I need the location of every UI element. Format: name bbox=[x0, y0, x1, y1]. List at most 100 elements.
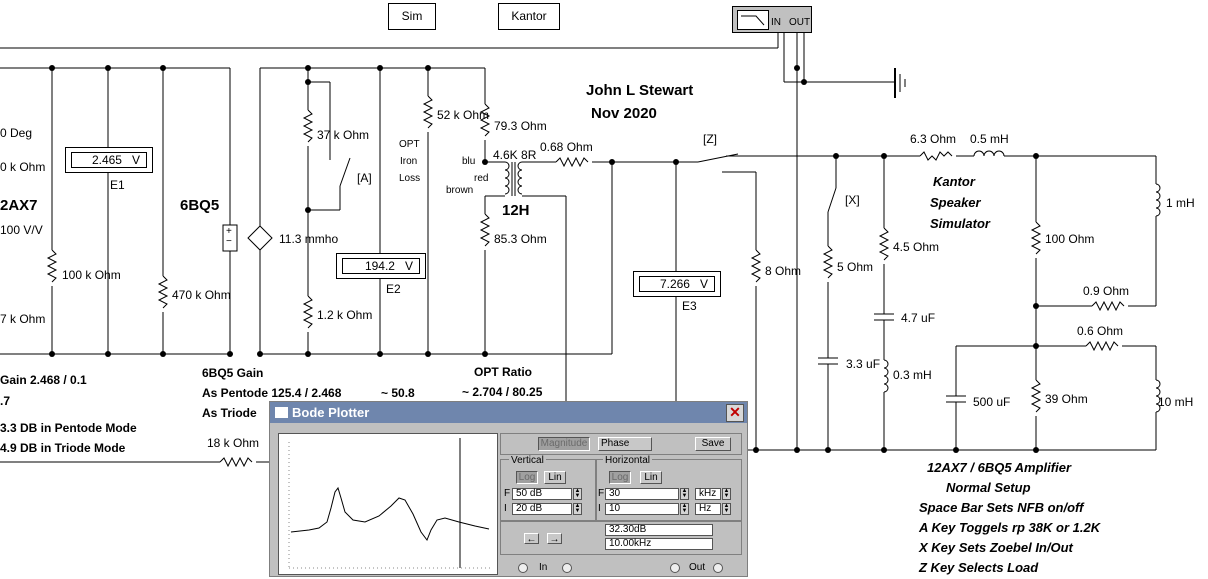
horizontal-final-spinner[interactable]: ▲▼ bbox=[680, 488, 689, 500]
bode-in-label: IN bbox=[771, 17, 781, 28]
switch-x-label: [X] bbox=[845, 193, 860, 207]
left-kohm-top-label: 0 k Ohm bbox=[0, 160, 46, 174]
vertical-i-prefix: I bbox=[504, 503, 507, 514]
e1-label: E1 bbox=[110, 178, 125, 192]
readout-freq-field: 10.00kHz bbox=[605, 538, 713, 550]
r39-label: 39 Ohm bbox=[1045, 392, 1088, 406]
tube-6bq5-label: 6BQ5 bbox=[180, 197, 220, 214]
e3-label: E3 bbox=[682, 299, 697, 313]
horizontal-i-prefix: I bbox=[598, 503, 601, 514]
left-db-pentode: 3.3 DB in Pentode Mode bbox=[0, 421, 137, 435]
out-terminal-plus[interactable] bbox=[713, 563, 723, 573]
r8-label: 8 Ohm bbox=[765, 264, 802, 278]
l10-label: 10 mH bbox=[1158, 395, 1194, 409]
phase-button[interactable]: Phase bbox=[598, 437, 652, 451]
left-line7: .7 bbox=[0, 394, 11, 408]
cursor-right-button[interactable]: → bbox=[547, 533, 562, 545]
voltmeter-e1[interactable]: 2.465 V bbox=[65, 147, 153, 173]
notes-title: 12AX7 / 6BQ5 Amplifier bbox=[927, 460, 1072, 475]
horizontal-initial-spinner[interactable]: ▲▼ bbox=[680, 503, 689, 515]
bode-plotter-glyph-icon bbox=[737, 10, 769, 30]
l0-5-label: 0.5 mH bbox=[970, 132, 1009, 146]
e1-unit: V bbox=[131, 153, 140, 167]
window-icon bbox=[275, 407, 288, 418]
voltmeter-e3[interactable]: 7.266 V bbox=[633, 271, 721, 297]
vertical-initial-spinner[interactable]: ▲▼ bbox=[573, 503, 582, 515]
vertical-label: Vertical bbox=[509, 455, 546, 466]
notes-line3: A Key Toggels rp 38K or 1.2K bbox=[919, 520, 1101, 535]
date-label: Nov 2020 bbox=[591, 105, 657, 122]
left-tube-label: 2AX7 bbox=[0, 197, 38, 214]
vertical-f-prefix: F bbox=[504, 488, 511, 499]
horizontal-initial-unit[interactable]: Hz bbox=[695, 503, 721, 515]
bode-plotter-instrument[interactable]: IN OUT bbox=[732, 6, 812, 33]
voltmeter-e2[interactable]: 194.2 V bbox=[336, 253, 426, 279]
kantor-button[interactable]: Kantor bbox=[498, 3, 560, 30]
opt-ratio-title: OPT Ratio bbox=[474, 365, 533, 379]
left-db-triode: 4.9 DB in Triode Mode bbox=[0, 441, 126, 455]
e2-unit: V bbox=[404, 259, 413, 273]
cursor-left-button[interactable]: ← bbox=[524, 533, 539, 545]
horizontal-lin-button[interactable]: Lin bbox=[640, 471, 662, 484]
bode-title-bar[interactable]: Bode Plotter ✕ bbox=[270, 402, 747, 423]
in-terminal-label: In bbox=[539, 562, 548, 573]
vertical-final-field[interactable]: 50 dB bbox=[512, 488, 572, 500]
r37k-label: 37 k Ohm bbox=[317, 128, 370, 142]
e1-value: 2.465 bbox=[91, 153, 122, 167]
vertical-initial-field[interactable]: 20 dB bbox=[512, 503, 572, 515]
readout-db-field: 32.30dB bbox=[605, 524, 713, 536]
horizontal-log-button[interactable]: Log bbox=[609, 471, 631, 484]
r470k-label: 470 k Ohm bbox=[172, 288, 231, 302]
wire-brown-label: brown bbox=[446, 185, 474, 196]
save-button[interactable]: Save bbox=[695, 437, 731, 451]
vertical-lin-button[interactable]: Lin bbox=[544, 471, 566, 484]
horizontal-initial-unit-spinner[interactable]: ▲▼ bbox=[722, 503, 731, 515]
left-deg-label: 0 Deg bbox=[0, 126, 33, 140]
magnitude-button[interactable]: Magnitude bbox=[538, 437, 590, 451]
bode-title: Bode Plotter bbox=[292, 405, 370, 420]
r1-2k-label: 1.2 k Ohm bbox=[317, 308, 373, 322]
sim-button[interactable]: Sim bbox=[388, 3, 436, 30]
horizontal-final-unit-spinner[interactable]: ▲▼ bbox=[722, 488, 731, 500]
e2-value: 194.2 bbox=[364, 259, 395, 273]
close-icon[interactable]: ✕ bbox=[726, 404, 744, 422]
tx-ratio-label: 4.6K 8R bbox=[493, 148, 537, 162]
c500-label: 500 uF bbox=[973, 395, 1011, 409]
gain-6bq5-title: 6BQ5 Gain bbox=[202, 366, 264, 380]
bode-curve bbox=[288, 438, 491, 569]
e2-label: E2 bbox=[386, 282, 401, 296]
in-terminal-minus[interactable] bbox=[518, 563, 528, 573]
horizontal-initial-field[interactable]: 10 bbox=[605, 503, 679, 515]
bode-plot-area[interactable] bbox=[278, 433, 498, 575]
horizontal-final-unit[interactable]: kHz bbox=[695, 488, 721, 500]
left-kohm-bottom-label: 7 k Ohm bbox=[0, 312, 46, 326]
bode-plotter-window[interactable]: Bode Plotter ✕ Magnitude Phase Save Vert… bbox=[269, 401, 748, 577]
left-gain-vv-label: 100 V/V bbox=[0, 223, 43, 237]
r0-9-label: 0.9 Ohm bbox=[1083, 284, 1130, 298]
tube-12h-label: 12H bbox=[502, 202, 530, 219]
out-terminal-minus[interactable] bbox=[670, 563, 680, 573]
vertical-final-spinner[interactable]: ▲▼ bbox=[573, 488, 582, 500]
r5-label: 5 Ohm bbox=[837, 260, 874, 274]
in-terminal-plus[interactable] bbox=[562, 563, 572, 573]
switch-a-label: [A] bbox=[357, 171, 372, 185]
c3-3-label: 3.3 uF bbox=[846, 357, 881, 371]
r0-68-label: 0.68 Ohm bbox=[540, 140, 593, 154]
notes-line4: X Key Sets Zoebel In/Out bbox=[919, 540, 1073, 555]
r100k-label: 100 k Ohm bbox=[62, 268, 121, 282]
r6-3-label: 6.3 Ohm bbox=[910, 132, 957, 146]
e3-value: 7.266 bbox=[659, 277, 690, 291]
wire-red-label: red bbox=[474, 173, 489, 184]
plus-minus-source-label: +− bbox=[226, 226, 232, 247]
vertical-log-button[interactable]: Log bbox=[516, 471, 538, 484]
gain-pentode: As Pentode 125.4 / 2.468 bbox=[202, 386, 342, 400]
r100-label: 100 Ohm bbox=[1045, 232, 1095, 246]
horizontal-final-field[interactable]: 30 bbox=[605, 488, 679, 500]
horizontal-f-prefix: F bbox=[598, 488, 605, 499]
r52k-label: 52 k Ohm bbox=[437, 108, 490, 122]
left-gain-line: Gain 2.468 / 0.1 bbox=[0, 373, 87, 387]
gm-label: 11.3 mmho bbox=[279, 232, 339, 246]
notes-line5: Z Key Selects Load bbox=[919, 560, 1039, 575]
gain-pentode-result: ~ 50.8 bbox=[381, 386, 415, 400]
